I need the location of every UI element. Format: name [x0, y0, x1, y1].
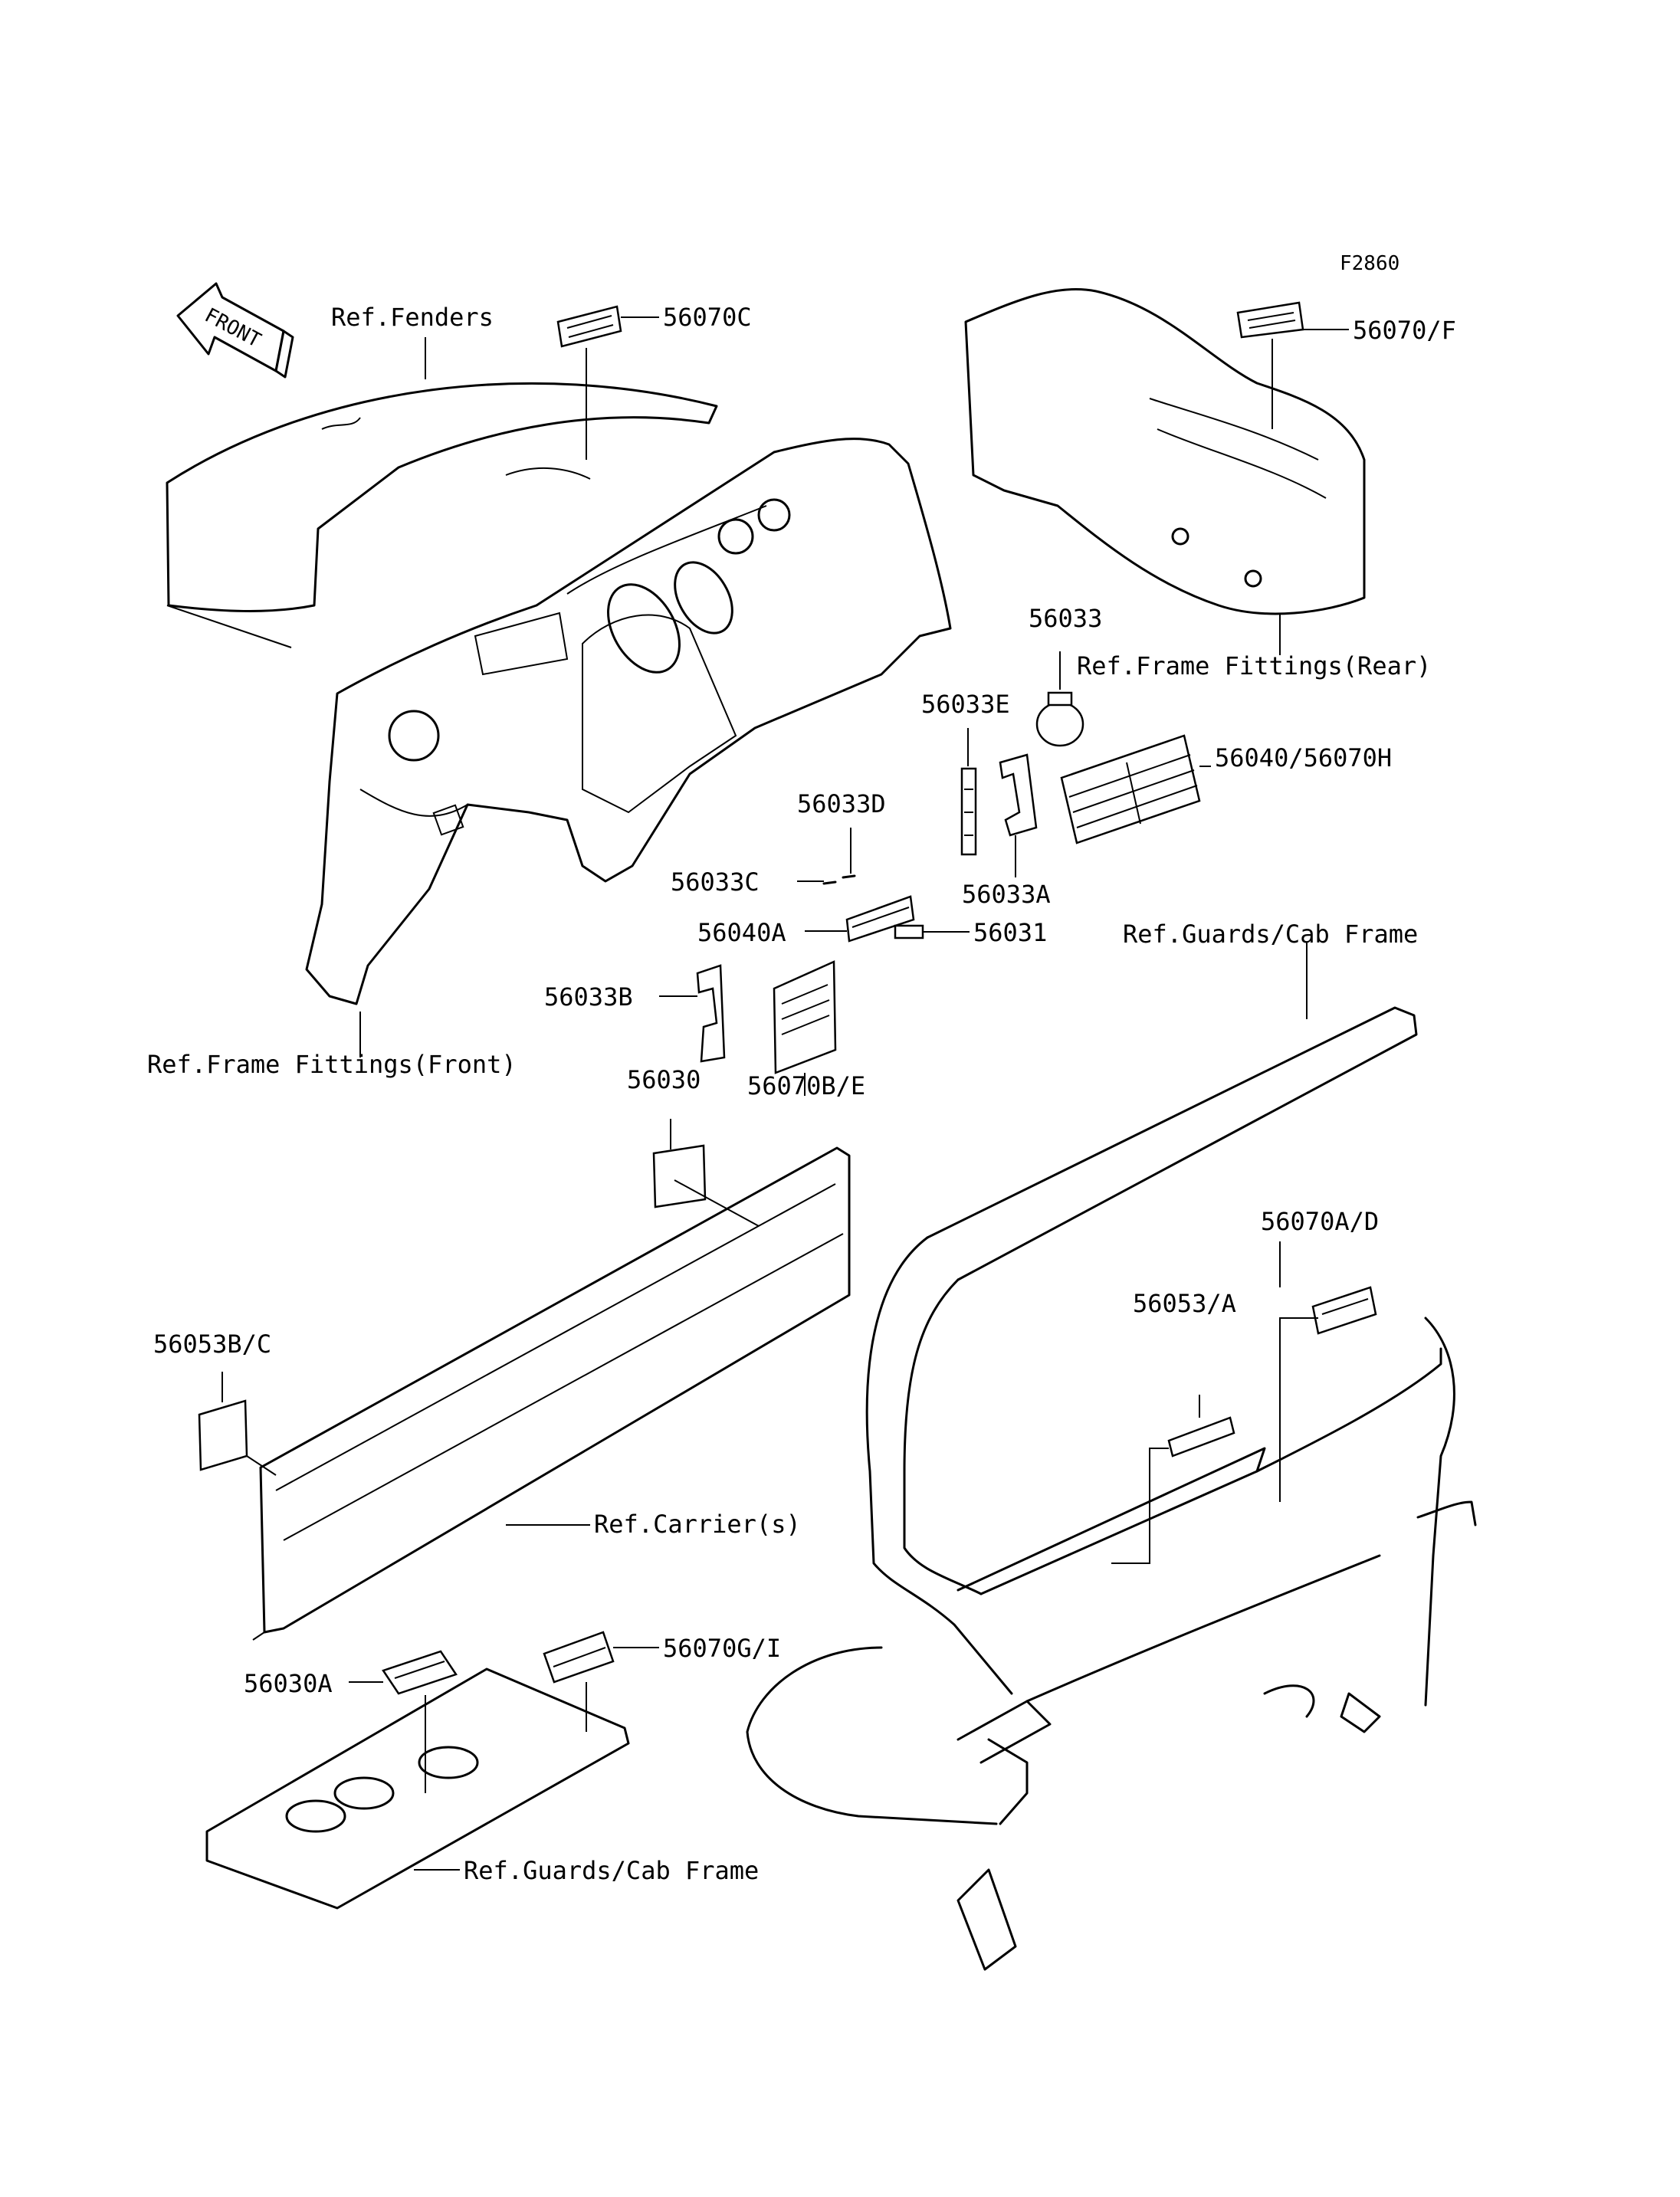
label-56033b: 56033B	[544, 982, 633, 1012]
label-56070be: 56070B/E	[747, 1071, 865, 1100]
rear-fender-panel	[964, 287, 1366, 615]
decal-56053a	[1167, 1416, 1235, 1458]
decal-56033a	[999, 753, 1038, 837]
label-56070gi: 56070G/I	[663, 1634, 781, 1663]
decal-56070c	[556, 305, 622, 348]
decal-56033c	[822, 880, 837, 885]
label-56053bc: 56053B/C	[153, 1330, 271, 1359]
decal-56030a	[382, 1650, 458, 1695]
decal-56033e	[960, 767, 977, 856]
label-56030: 56030	[627, 1065, 701, 1094]
ref-fenders: Ref.Fenders	[331, 303, 494, 332]
decal-56031	[894, 924, 924, 939]
label-56033d: 56033D	[797, 789, 886, 818]
label-56033a: 56033A	[962, 880, 1051, 909]
decal-56040-56070h	[1060, 734, 1201, 844]
ref-frame-fittings-rear: Ref.Frame Fittings(Rear)	[1077, 651, 1431, 680]
label-56030a: 56030A	[244, 1669, 333, 1698]
decal-56070f	[1236, 301, 1304, 339]
decal-56040a	[845, 895, 915, 943]
cab-frame	[746, 1006, 1477, 1971]
label-56070f: 56070/F	[1353, 316, 1456, 345]
label-56033c: 56033C	[671, 867, 760, 897]
decal-56033	[1035, 691, 1084, 747]
ref-frame-fittings-front: Ref.Frame Fittings(Front)	[147, 1050, 517, 1079]
decal-56070be	[773, 960, 837, 1074]
decal-56030	[652, 1144, 707, 1208]
decal-56033b	[696, 964, 726, 1063]
leader-lines	[221, 316, 1349, 1871]
carrier-panel	[252, 1146, 851, 1641]
dashboard-panel	[305, 438, 952, 1005]
decal-56033d	[842, 874, 856, 879]
label-56070ad: 56070A/D	[1261, 1207, 1379, 1236]
ref-guards-cab-frame-top: Ref.Guards/Cab Frame	[1123, 920, 1418, 949]
ref-carriers: Ref.Carrier(s)	[594, 1510, 801, 1539]
front-arrow-icon: FRONT	[176, 282, 294, 379]
decal-56053bc	[198, 1399, 248, 1471]
label-56040-56070h: 56040/56070H	[1215, 743, 1392, 772]
decal-56070gi	[543, 1631, 615, 1684]
decal-56070ad	[1311, 1286, 1377, 1335]
label-56070c: 56070C	[663, 303, 752, 332]
floor-plate	[205, 1667, 630, 1910]
front-arrow-text: FRONT	[201, 304, 264, 353]
label-56033e: 56033E	[921, 690, 1010, 719]
label-56031: 56031	[973, 918, 1047, 947]
label-56040a: 56040A	[697, 918, 786, 947]
fender-panel	[166, 382, 718, 648]
label-56033: 56033	[1029, 604, 1102, 633]
figure-code: F2860	[1340, 252, 1399, 275]
ref-guards-cab-frame-bottom: Ref.Guards/Cab Frame	[464, 1856, 759, 1885]
label-56053a: 56053/A	[1133, 1289, 1236, 1318]
